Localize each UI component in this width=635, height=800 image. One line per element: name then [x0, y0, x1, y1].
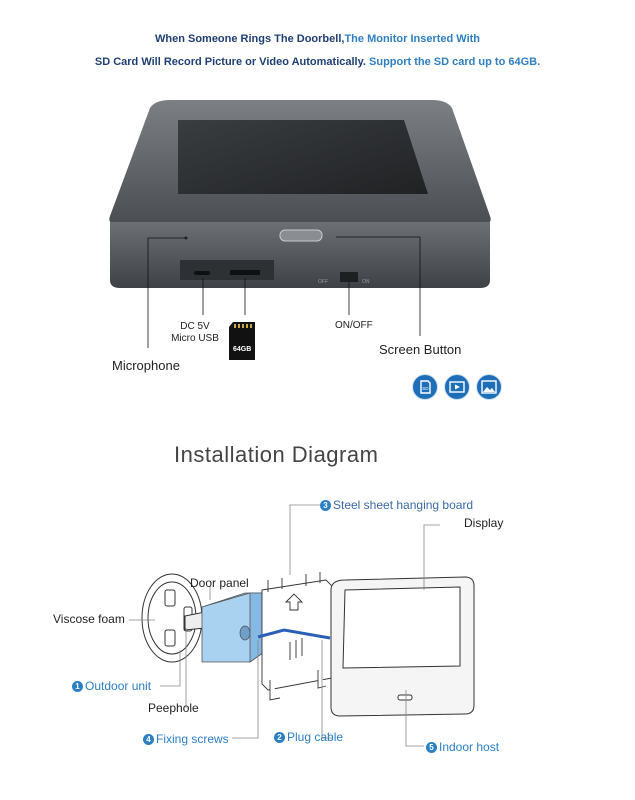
installation-diagram	[129, 504, 475, 747]
device-screen	[178, 120, 428, 194]
header-line-1-part-2: The Monitor Inserted With	[344, 33, 481, 45]
outdoor-unit-text: Outdoor unit	[85, 679, 152, 693]
peephole-label: Peephole	[148, 701, 199, 715]
leader-microphone	[147, 237, 186, 348]
picture-feature-icon	[477, 375, 501, 399]
indoor-host-device	[330, 576, 475, 717]
header-line-1: When Someone Rings The Doorbell,The Moni…	[0, 33, 635, 45]
switch-off-text: OFF	[318, 279, 328, 285]
on-off-label: ON/OFF	[335, 320, 373, 331]
door-panel-label: Door panel	[190, 576, 249, 590]
sd-slot	[230, 270, 260, 275]
sd-card-capacity: 64GB	[233, 346, 252, 353]
outdoor-unit-number: 1	[72, 681, 83, 692]
header-line-2: SD Card Will Record Picture or Video Aut…	[0, 56, 635, 68]
leader-plug-cable	[321, 640, 332, 739]
plug-cable-number: 2	[274, 732, 285, 743]
sd-card-icon	[229, 322, 255, 360]
screen-button-label: Screen Button	[379, 342, 462, 357]
plug-cable	[257, 628, 331, 640]
plug-cable-text: Plug cable	[287, 730, 344, 744]
dc-label: DC 5V Micro USB	[168, 321, 222, 345]
fixing-screws-text: Fixing screws	[156, 732, 229, 746]
dc-line-2: Micro USB	[171, 333, 219, 344]
steel-sheet-number: 3	[320, 500, 331, 511]
installation-title: Installation Diagram	[174, 442, 379, 467]
door-panel-block	[201, 592, 268, 663]
power-switch	[340, 272, 358, 282]
header-line-2-part-2: Support the SD card up to 64GB.	[365, 56, 541, 68]
leader-steel-sheet	[289, 504, 320, 575]
steel-sheet-text: Steel sheet hanging board	[333, 498, 474, 512]
leader-display	[423, 524, 440, 590]
header-line-1-part-1: When Someone Rings The Doorbell,	[154, 33, 345, 45]
header-line-2-part-1: SD Card Will Record Picture or Video Aut…	[94, 56, 366, 68]
device-illustration: OFF ON	[109, 100, 491, 360]
leader-screen-button	[336, 236, 421, 336]
leader-outdoor-unit	[160, 650, 181, 687]
indoor-host-number: 5	[426, 742, 437, 753]
leader-fixing-screws	[232, 640, 259, 739]
microphone-label: Microphone	[112, 358, 180, 373]
sd-card-feature-icon: SD	[413, 375, 437, 399]
fixing-screws-number: 4	[143, 734, 154, 745]
video-play-feature-icon	[445, 375, 469, 399]
display-label: Display	[464, 516, 504, 530]
screen-button	[279, 229, 323, 242]
dc-line-1: DC 5V	[180, 321, 210, 332]
steel-sheet-board	[261, 572, 333, 701]
switch-on-text: ON	[362, 279, 370, 285]
leader-indoor-host	[405, 690, 424, 747]
usb-port	[194, 271, 210, 275]
svg-text:SD: SD	[422, 386, 429, 391]
viscose-foam-label: Viscose foam	[53, 612, 125, 626]
indoor-host-text: Indoor host	[439, 740, 500, 754]
